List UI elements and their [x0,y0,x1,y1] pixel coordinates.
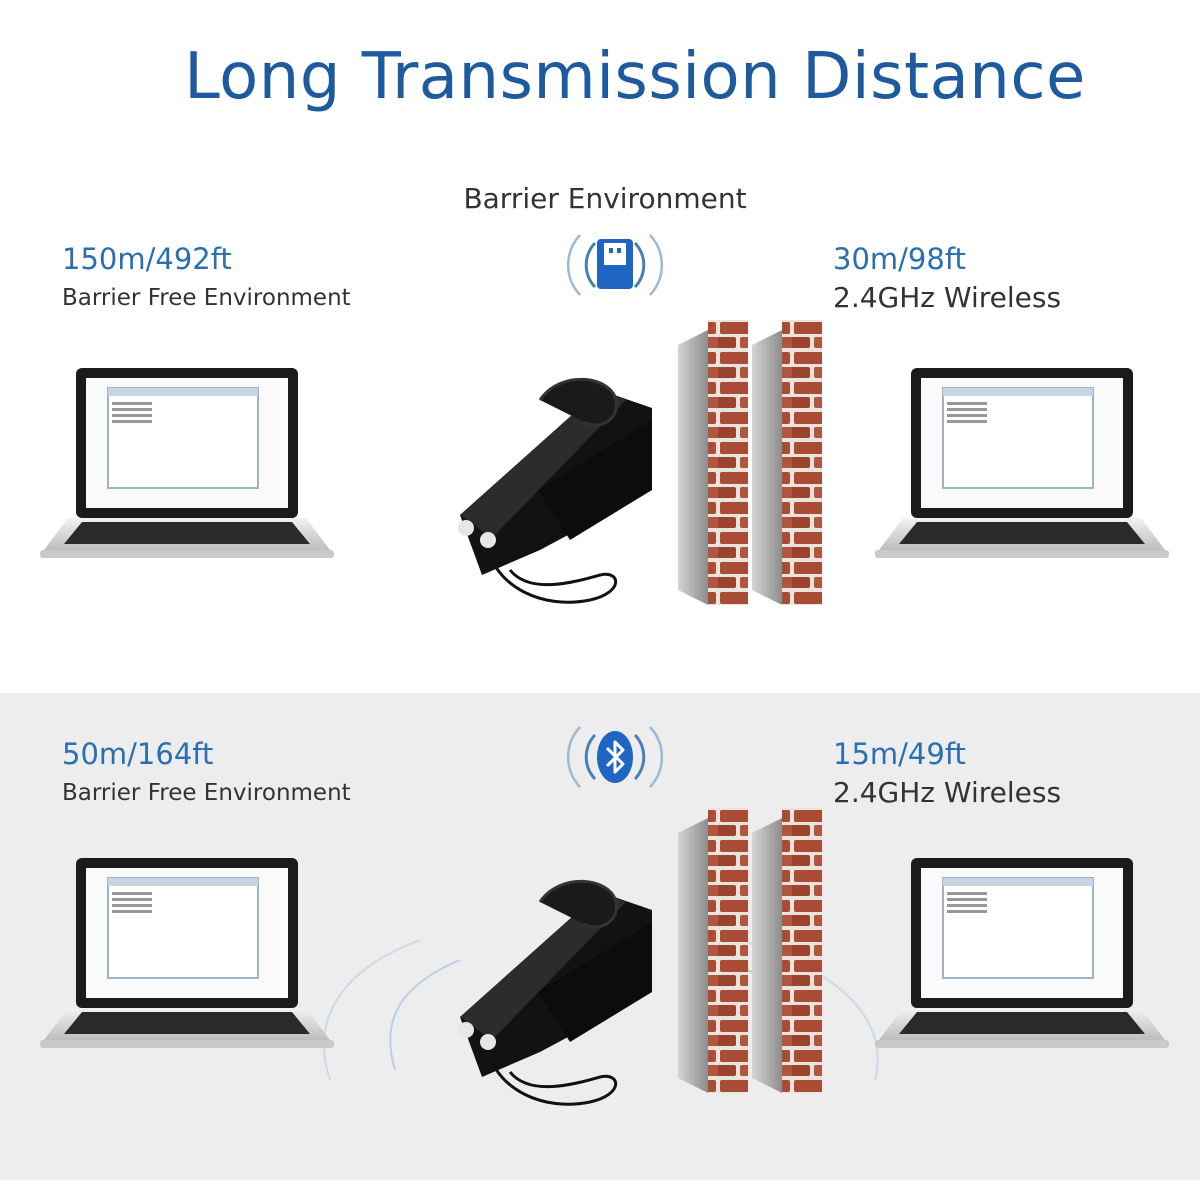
top-signal-waves [566,233,664,297]
brick-wall-icon [752,320,822,605]
top-brick-wall-1 [678,320,748,605]
bottom-signal-waves [566,725,664,789]
bottom-brick-wall-2 [752,808,822,1093]
top-left-distance: 150m/492ft [62,242,232,276]
brick-wall-icon [752,808,822,1093]
top-left-laptop [39,367,335,559]
laptop-icon [874,857,1170,1049]
top-right-description: 2.4GHz Wireless [833,281,1062,314]
top-barcode-scanner [456,377,654,604]
bottom-barcode-scanner [456,879,654,1106]
barrier-environment-label: Barrier Environment [463,182,747,215]
laptop-icon [39,857,335,1049]
bottom-left-description: Barrier Free Environment [62,780,351,806]
bottom-right-distance: 15m/49ft [833,737,966,771]
laptop-icon [39,367,335,559]
usb-dongle-icon [597,239,633,289]
barcode-scanner-icon [456,377,654,604]
top-brick-wall-2 [752,320,822,605]
top-right-laptop [874,367,1170,559]
bottom-left-distance: 50m/164ft [62,737,214,771]
bottom-right-laptop [874,857,1170,1049]
bottom-left-laptop [39,857,335,1049]
laptop-icon [874,367,1170,559]
barcode-scanner-icon [456,879,654,1106]
brick-wall-icon [678,320,748,605]
bottom-right-description: 2.4GHz Wireless [833,776,1062,809]
top-right-distance: 30m/98ft [833,242,966,276]
brick-wall-icon [678,808,748,1093]
page-title: Long Transmission Distance [184,40,1086,114]
bottom-brick-wall-1 [678,808,748,1093]
top-left-description: Barrier Free Environment [62,285,351,311]
bluetooth-icon [597,731,633,783]
